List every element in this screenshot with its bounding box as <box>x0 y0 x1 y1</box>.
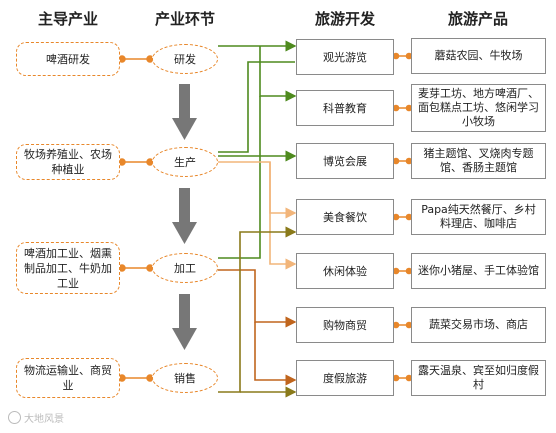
watermark-text: 大地风景 <box>24 414 64 425</box>
header-development: 旅游开发 <box>314 10 375 28</box>
product-node-exhibition: 猪主题馆、叉烧肉专题馆、香肠主题馆 <box>411 143 546 179</box>
industry-node-logistics: 物流运输业、商贸业 <box>16 358 120 398</box>
dev-node-exhibition: 博览会展 <box>296 143 394 179</box>
stage-node-rd: 研发 <box>152 44 218 74</box>
watermark-logo-icon <box>8 411 21 424</box>
header-product: 旅游产品 <box>447 10 508 28</box>
dev-node-leisure: 休闲体验 <box>296 253 394 289</box>
dev-node-shopping: 购物商贸 <box>296 307 394 343</box>
header-stage: 产业环节 <box>154 10 215 28</box>
stage-flow-arrows <box>172 84 197 350</box>
sales-connectors <box>218 226 297 398</box>
stage-node-production: 生产 <box>152 147 218 177</box>
product-node-shopping: 蔬菜交易市场、商店 <box>411 307 546 343</box>
product-node-dining: Papa纯天然餐厅、乡村料理店、咖啡店 <box>411 199 546 235</box>
industry-stage-links <box>118 55 154 382</box>
stage-node-processing: 加工 <box>152 253 218 283</box>
product-node-resort: 露天温泉、宾至如归度假村 <box>411 360 546 396</box>
dev-node-education: 科普教育 <box>296 90 394 126</box>
industry-node-farming: 牧场养殖业、农场种植业 <box>16 144 120 180</box>
dev-node-dining: 美食餐饮 <box>296 199 394 235</box>
product-node-sightseeing: 蘑菇农园、牛牧场 <box>411 38 546 74</box>
industry-node-rd: 啤酒研发 <box>16 42 120 76</box>
product-node-education: 麦芽工坊、地方啤酒厂、面包糕点工坊、悠闲学习小牧场 <box>411 84 546 132</box>
dev-product-links <box>392 52 413 382</box>
dev-node-resort: 度假旅游 <box>296 360 394 396</box>
production-connectors <box>218 161 297 270</box>
product-node-leisure: 迷你小猪屋、手工体验馆 <box>411 253 546 289</box>
industry-node-processing: 啤酒加工业、烟熏制品加工、牛奶加工业 <box>16 242 120 294</box>
extra-green-connectors <box>218 61 297 162</box>
watermark: 大地风景 <box>8 410 64 425</box>
dev-node-sightseeing: 观光游览 <box>296 39 394 75</box>
processing-connectors <box>218 269 297 386</box>
stage-node-sales: 销售 <box>152 363 218 393</box>
header-industry: 主导产业 <box>37 10 98 28</box>
